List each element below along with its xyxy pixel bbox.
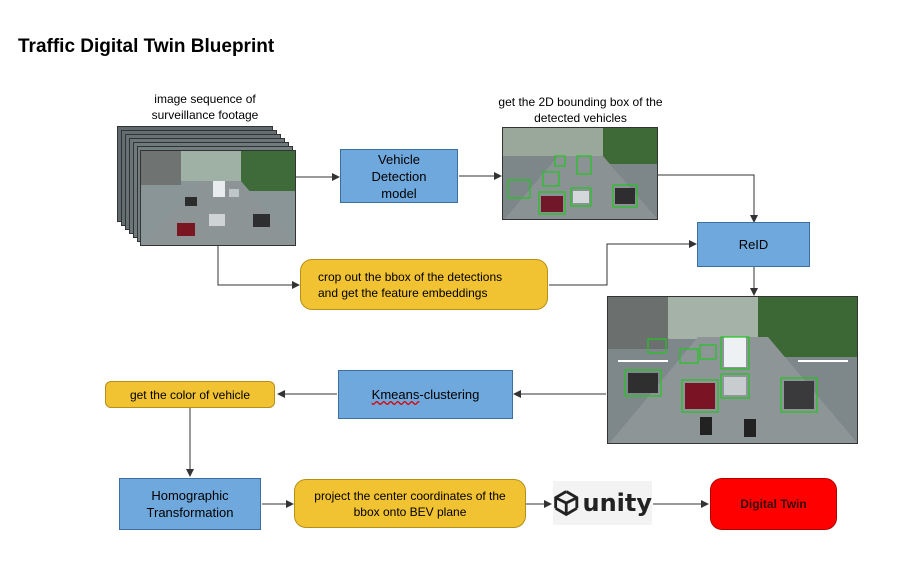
arrow-crop-to-reid	[549, 240, 697, 286]
vehicle-color-box: get the color of vehicle	[105, 381, 275, 408]
homographic-transformation-box: Homographic Transformation	[119, 478, 261, 530]
detection-frame-image	[502, 127, 658, 220]
caption-bbox-output: get the 2D bounding box of the detected …	[498, 95, 663, 125]
arrow-footage-to-crop	[217, 246, 300, 289]
digital-twin-box: Digital Twin	[710, 478, 837, 530]
caption-image-sequence: image sequence of surveillance footage	[151, 92, 259, 122]
vehicle-detection-model-box: Vehicle Detection model	[340, 149, 458, 203]
project-bev-box: project the center coordinates of the bb…	[294, 479, 526, 528]
clustering-label: -clustering	[419, 387, 480, 402]
kmeans-label: Kmeans	[371, 387, 420, 402]
kmeans-clustering-box: Kmeans-clustering	[338, 370, 513, 419]
reid-result-image	[607, 296, 858, 444]
crop-embeddings-box: crop out the bbox of the detections and …	[300, 259, 548, 310]
arrow-bbox-to-reid	[658, 174, 758, 223]
unity-cube-icon	[554, 490, 579, 517]
unity-logo-icon: unity	[553, 481, 652, 525]
diagram-title: Traffic Digital Twin Blueprint	[18, 36, 275, 57]
unity-wordmark: unity	[582, 489, 652, 517]
footage-frame-front	[140, 150, 296, 246]
reid-box: ReID	[697, 222, 810, 267]
